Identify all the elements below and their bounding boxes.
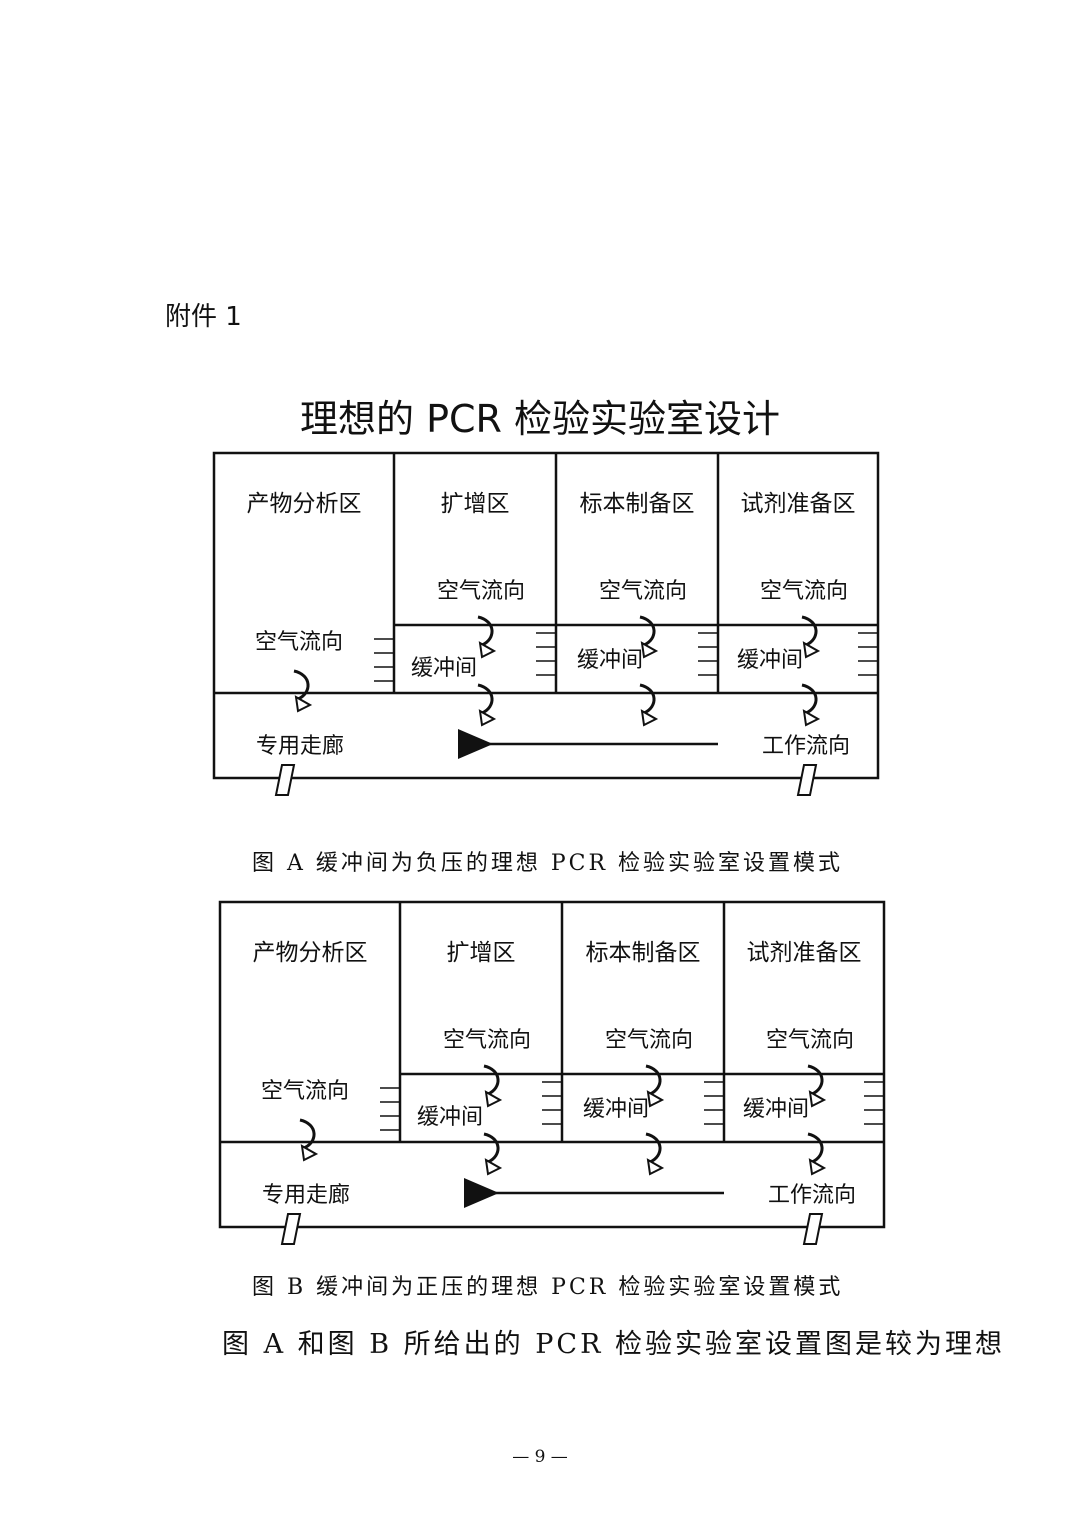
air-flow-arrow-icon xyxy=(645,1132,665,1176)
air-flow-arrow-icon xyxy=(807,1132,827,1176)
curved-arrow-head xyxy=(300,1144,319,1162)
buffer-room-label: 缓冲间 xyxy=(417,1105,483,1130)
figure-b-caption: 图 B 缓冲间为正压的理想 PCR 检验实验室设置模式 xyxy=(252,1275,844,1300)
buffer-room-label: 缓冲间 xyxy=(577,648,643,673)
door-icon xyxy=(802,1213,824,1245)
floor-plan-outline xyxy=(218,900,886,1229)
curved-arrow-head xyxy=(484,1158,503,1176)
vent-icon xyxy=(704,1081,724,1125)
buffer-room-label: 缓冲间 xyxy=(411,656,477,681)
air-flow-arrow-icon xyxy=(483,1064,503,1108)
curved-arrow-head xyxy=(640,709,659,727)
curved-arrow-head xyxy=(646,1090,665,1108)
figure-b: 产物分析区扩增区标本制备区试剂准备区空气流向空气流向空气流向空气流向缓冲间缓冲间… xyxy=(218,900,886,1245)
floor-plan-outline xyxy=(212,451,880,780)
corridor-label: 专用走廊 xyxy=(256,734,344,759)
room-amplification-label: 扩增区 xyxy=(447,940,516,966)
curved-arrow-head xyxy=(808,1090,827,1108)
door-icon xyxy=(796,764,818,796)
vent-icon xyxy=(864,1081,884,1125)
vent-icon xyxy=(374,638,394,682)
air-flow-arrow-icon xyxy=(639,615,659,659)
air-flow-label: 空气流向 xyxy=(437,579,525,604)
attachment-label: 附件 1 xyxy=(165,302,242,332)
document-title: 理想的 PCR 检验实验室设计 xyxy=(299,397,780,441)
vent-icon xyxy=(698,632,718,676)
curved-arrow-head xyxy=(484,1090,503,1108)
work-flow-label: 工作流向 xyxy=(762,734,850,759)
door-icon xyxy=(280,1213,302,1245)
air-flow-arrow-icon xyxy=(801,683,821,727)
air-flow-arrow-icon xyxy=(639,683,659,727)
room-product-analysis-label: 产物分析区 xyxy=(253,940,368,966)
curved-arrow-head xyxy=(646,1158,665,1176)
room-reagent-prep-label: 试剂准备区 xyxy=(741,491,856,517)
room-amplification-label: 扩增区 xyxy=(441,491,510,517)
vent-icon xyxy=(858,632,878,676)
door-icon xyxy=(274,764,296,796)
curved-arrow-head xyxy=(478,641,497,659)
curved-arrow-head xyxy=(640,641,659,659)
work-flow-label: 工作流向 xyxy=(768,1183,856,1208)
room-product-analysis-label: 产物分析区 xyxy=(247,491,362,517)
air-flow-arrow-icon xyxy=(293,669,313,713)
air-flow-arrow-icon xyxy=(477,615,497,659)
air-flow-arrow-icon xyxy=(483,1132,503,1176)
curved-arrow-head xyxy=(294,695,313,713)
body-paragraph: 图 A 和图 B 所给出的 PCR 检验实验室设置图是较为理想 xyxy=(222,1329,1005,1360)
air-flow-arrow-icon xyxy=(477,683,497,727)
air-flow-arrow-icon xyxy=(645,1064,665,1108)
curved-arrow-head xyxy=(802,709,821,727)
vent-icon xyxy=(380,1087,400,1131)
air-flow-label: 空气流向 xyxy=(261,1079,349,1104)
buffer-room-label: 缓冲间 xyxy=(737,648,803,673)
air-flow-label: 空气流向 xyxy=(760,579,848,604)
curved-arrow-head xyxy=(808,1158,827,1176)
corridor-label: 专用走廊 xyxy=(262,1183,350,1208)
air-flow-arrow-icon xyxy=(807,1064,827,1108)
page-number: — 9 — xyxy=(512,1447,568,1467)
buffer-room-label: 缓冲间 xyxy=(583,1097,649,1122)
air-flow-arrow-icon xyxy=(299,1118,319,1162)
air-flow-label: 空气流向 xyxy=(766,1028,854,1053)
air-flow-label: 空气流向 xyxy=(605,1028,693,1053)
air-flow-label: 空气流向 xyxy=(255,630,343,655)
curved-arrow-head xyxy=(478,709,497,727)
room-specimen-prep-label: 标本制备区 xyxy=(586,940,701,966)
room-specimen-prep-label: 标本制备区 xyxy=(580,491,695,517)
curved-arrow-head xyxy=(802,641,821,659)
air-flow-arrow-icon xyxy=(801,615,821,659)
vent-icon xyxy=(536,632,556,676)
air-flow-label: 空气流向 xyxy=(599,579,687,604)
figure-a: 产物分析区扩增区标本制备区试剂准备区空气流向空气流向空气流向空气流向缓冲间缓冲间… xyxy=(212,451,880,796)
buffer-room-label: 缓冲间 xyxy=(743,1097,809,1122)
vent-icon xyxy=(542,1081,562,1125)
figure-a-caption: 图 A 缓冲间为负压的理想 PCR 检验实验室设置模式 xyxy=(252,851,844,876)
air-flow-label: 空气流向 xyxy=(443,1028,531,1053)
room-reagent-prep-label: 试剂准备区 xyxy=(747,940,862,966)
